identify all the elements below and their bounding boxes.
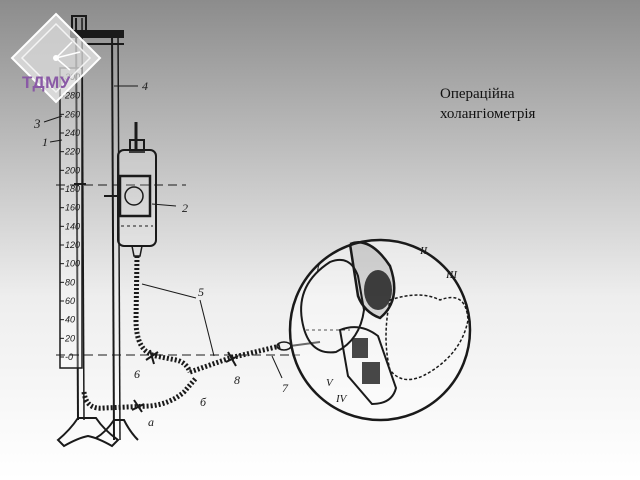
- leader-7: [271, 355, 283, 379]
- top-clamp: [70, 30, 124, 38]
- label-4: 4: [142, 79, 148, 93]
- stand-base: [56, 417, 120, 448]
- label-7: 7: [282, 381, 289, 395]
- reservoir-outlet: [131, 245, 143, 257]
- reservoir: [117, 149, 157, 247]
- catheter-into-duct: [289, 341, 321, 347]
- stand-base-right: [95, 419, 139, 441]
- label-roman-4: IV: [335, 393, 348, 405]
- scale-tick-label: 60: [65, 296, 75, 306]
- slide-title: Операційна холангіометрія: [440, 84, 630, 124]
- leader-2: [151, 203, 177, 207]
- label-a: а: [148, 415, 154, 429]
- duct-lumen: [364, 270, 392, 310]
- clamp-a: [131, 399, 145, 413]
- duodenum-lumen-2: [362, 362, 380, 384]
- scale-tick-label: 240: [64, 128, 80, 138]
- scale-tick-label: 80: [65, 277, 75, 287]
- scale-tick-label: 140: [65, 221, 80, 231]
- label-roman-5: V: [326, 377, 334, 389]
- clamp-b-upper: [145, 349, 159, 365]
- stand-rod-right: [111, 29, 115, 441]
- title-line-2: холангіометрія: [440, 106, 536, 122]
- reservoir-top: [129, 139, 145, 153]
- label-roman-1: I: [315, 263, 321, 275]
- scale-tick-label: 280: [64, 91, 80, 101]
- leader-5b: [199, 299, 215, 357]
- top-cap: [71, 15, 87, 33]
- label-roman-3: III: [445, 269, 458, 281]
- tdmu-logo-icon: [10, 12, 102, 104]
- duodenum: [338, 326, 398, 406]
- label-roman-2: II: [419, 245, 429, 257]
- tube-reservoir-to-junction: [133, 255, 193, 374]
- leader-3: [43, 115, 63, 123]
- tube-manometer-bottom: [81, 376, 198, 411]
- label-2: 2: [182, 201, 188, 215]
- scale-tick-label: -0: [65, 352, 73, 362]
- label-8: 8: [234, 373, 240, 387]
- scale-tick-label: 220: [64, 147, 80, 157]
- tube-junction-to-catheter: [189, 343, 281, 375]
- leader-1: [49, 139, 63, 143]
- scale-tick-label: 120: [65, 240, 80, 250]
- label-6-upper: 6: [134, 367, 140, 381]
- scale-tick-label: 260: [64, 109, 80, 119]
- dropper-wheel: [124, 186, 144, 206]
- scale-tick-label: 180: [65, 184, 80, 194]
- scale-tick-label: 20: [64, 333, 75, 343]
- title-line-1: Операційна: [440, 86, 515, 102]
- scale-tick-label: 40: [65, 315, 75, 325]
- label-6-lower: б: [200, 395, 207, 409]
- label-5: 5: [198, 285, 204, 299]
- duodenum-lumen-1: [352, 338, 368, 358]
- label-3: 3: [33, 116, 41, 131]
- clamp-v: [225, 351, 239, 367]
- scale-tick-label: 100: [65, 259, 80, 269]
- label-1: 1: [42, 135, 48, 149]
- scale-tick-label: 200: [64, 165, 80, 175]
- stand-rod-left: [75, 17, 79, 421]
- scale-tick-label: 160: [65, 203, 80, 213]
- leader-5a: [141, 283, 197, 299]
- gallbladder: [300, 258, 366, 354]
- logo-text: ТДМУ: [22, 73, 71, 92]
